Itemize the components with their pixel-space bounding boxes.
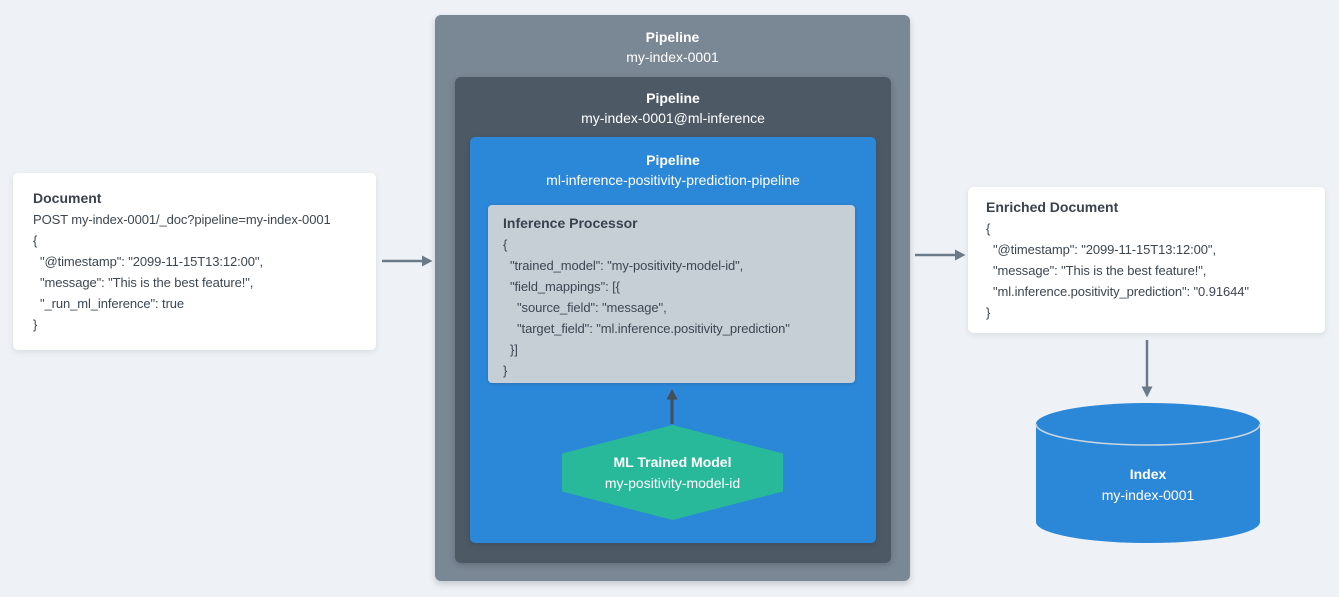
document-card: Document POST my-index-0001/_doc?pipelin… xyxy=(13,173,376,350)
ml-inference-pipeline-subtitle: my-index-0001@ml-inference xyxy=(581,110,765,126)
index-cylinder: Index my-index-0001 xyxy=(1033,400,1263,546)
processor-code-line: } xyxy=(503,363,508,378)
index-title: Index xyxy=(1129,466,1167,482)
document-code-line: "@timestamp": "2099-11-15T13:12:00", xyxy=(33,254,263,269)
document-code-line: "_run_ml_inference": true xyxy=(33,296,185,311)
database-cylinder-icon xyxy=(1035,403,1261,543)
outer-pipeline-title: Pipeline xyxy=(645,29,700,45)
enriched-document-code: { "@timestamp": "2099-11-15T13:12:00", "… xyxy=(986,218,1307,323)
arrow-right-doc-to-pipeline-icon xyxy=(382,255,433,267)
outer-pipeline-box: Pipeline my-index-0001 Pipeline my-index… xyxy=(435,15,910,581)
arrow-right-pipeline-to-enriched-icon xyxy=(915,249,966,261)
positivity-prediction-pipeline-header: Pipeline ml-inference-positivity-predict… xyxy=(470,137,876,190)
enriched-code-line: "message": "This is the best feature!", xyxy=(986,263,1207,278)
ml-trained-model-hexagon: ML Trained Model my-positivity-model-id xyxy=(562,425,783,520)
enriched-code-line: } xyxy=(986,305,991,320)
outer-pipeline-subtitle: my-index-0001 xyxy=(626,49,719,65)
document-code-line: } xyxy=(33,317,38,332)
document-code-line: POST my-index-0001/_doc?pipeline=my-inde… xyxy=(33,212,331,227)
processor-code-line: }] xyxy=(503,342,518,357)
document-card-code: POST my-index-0001/_doc?pipeline=my-inde… xyxy=(33,209,356,335)
index-subtitle: my-index-0001 xyxy=(1101,487,1195,503)
processor-code-line: { xyxy=(503,237,508,252)
document-card-title: Document xyxy=(33,190,102,206)
ml-inference-pipeline-header: Pipeline my-index-0001@ml-inference xyxy=(455,77,891,128)
document-code-line: { xyxy=(33,233,38,248)
ml-inference-pipeline-title: Pipeline xyxy=(646,90,700,106)
enriched-code-line: "@timestamp": "2099-11-15T13:12:00", xyxy=(986,242,1216,257)
document-code-line: "message": "This is the best feature!", xyxy=(33,275,254,290)
outer-pipeline-header: Pipeline my-index-0001 xyxy=(435,15,910,67)
arrow-down-enriched-to-index-icon xyxy=(1141,340,1153,398)
processor-code-line: "source_field": "message", xyxy=(503,300,667,315)
ml-trained-model-subtitle: my-positivity-model-id xyxy=(604,474,741,491)
enriched-document-card: Enriched Document { "@timestamp": "2099-… xyxy=(968,187,1325,333)
enriched-document-title: Enriched Document xyxy=(986,199,1119,215)
processor-code-line: "field_mappings": [{ xyxy=(503,279,620,294)
positivity-prediction-pipeline-title: Pipeline xyxy=(646,152,700,168)
processor-code-line: "target_field": "ml.inference.positivity… xyxy=(503,321,790,336)
enriched-code-line: "ml.inference.positivity_prediction": "0… xyxy=(986,284,1249,299)
positivity-prediction-pipeline-box: Pipeline ml-inference-positivity-predict… xyxy=(470,137,876,543)
enriched-code-line: { xyxy=(986,221,991,236)
ml-trained-model-title: ML Trained Model xyxy=(613,453,732,470)
inference-processor-code: { "trained_model": "my-positivity-model-… xyxy=(503,234,840,381)
index-label: Index my-index-0001 xyxy=(1033,464,1263,506)
inference-processor-box: Inference Processor { "trained_model": "… xyxy=(488,205,855,383)
inference-processor-title: Inference Processor xyxy=(503,215,638,231)
arrow-up-model-to-processor-icon xyxy=(666,389,678,424)
positivity-prediction-pipeline-subtitle: ml-inference-positivity-prediction-pipel… xyxy=(546,172,800,188)
processor-code-line: "trained_model": "my-positivity-model-id… xyxy=(503,258,744,273)
ml-inference-pipeline-box: Pipeline my-index-0001@ml-inference Pipe… xyxy=(455,77,891,563)
